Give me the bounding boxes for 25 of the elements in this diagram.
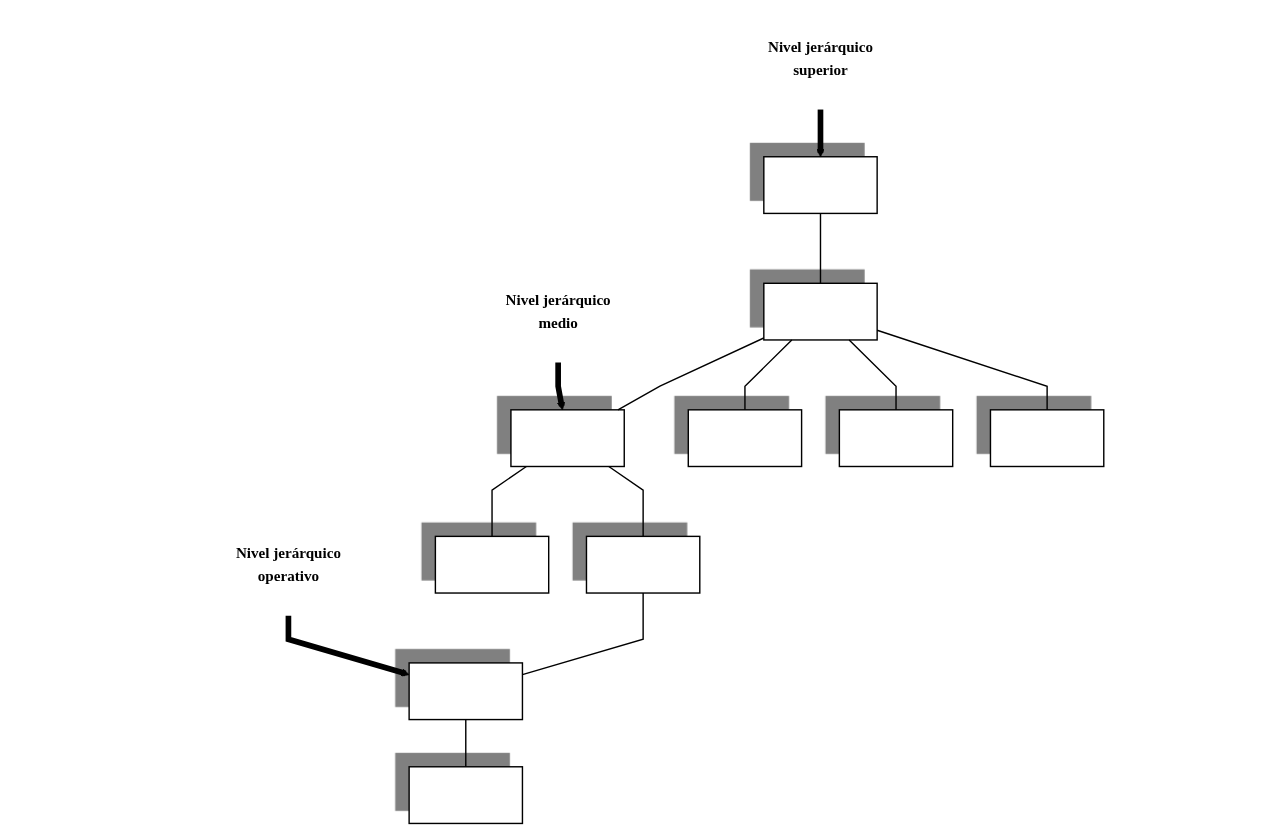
- connector: [465, 718, 467, 768]
- connector: [744, 339, 793, 411]
- node-text: Nivel jerárquico operativo: [235, 544, 341, 584]
- connector: [848, 339, 897, 411]
- connector: [491, 465, 528, 538]
- arrow: [816, 109, 825, 158]
- connector: [617, 337, 765, 411]
- node-box: [763, 156, 878, 215]
- node-box: [763, 282, 878, 341]
- node-box: [989, 409, 1105, 468]
- connector: [876, 329, 1048, 411]
- node-text: Nivel jerárquico medio: [505, 291, 611, 331]
- node-box: [510, 409, 625, 468]
- arrow: [555, 362, 566, 411]
- node-box: [408, 662, 524, 721]
- node-box: [434, 535, 550, 594]
- node-text: Nivel jerárquico superior: [767, 38, 873, 78]
- connector: [819, 212, 822, 284]
- node-box: [838, 409, 954, 468]
- connector: [521, 592, 644, 676]
- connector: [608, 465, 644, 538]
- arrow: [285, 615, 410, 677]
- node-box: [585, 535, 701, 594]
- node-box: [408, 766, 524, 825]
- node-box: [687, 409, 803, 468]
